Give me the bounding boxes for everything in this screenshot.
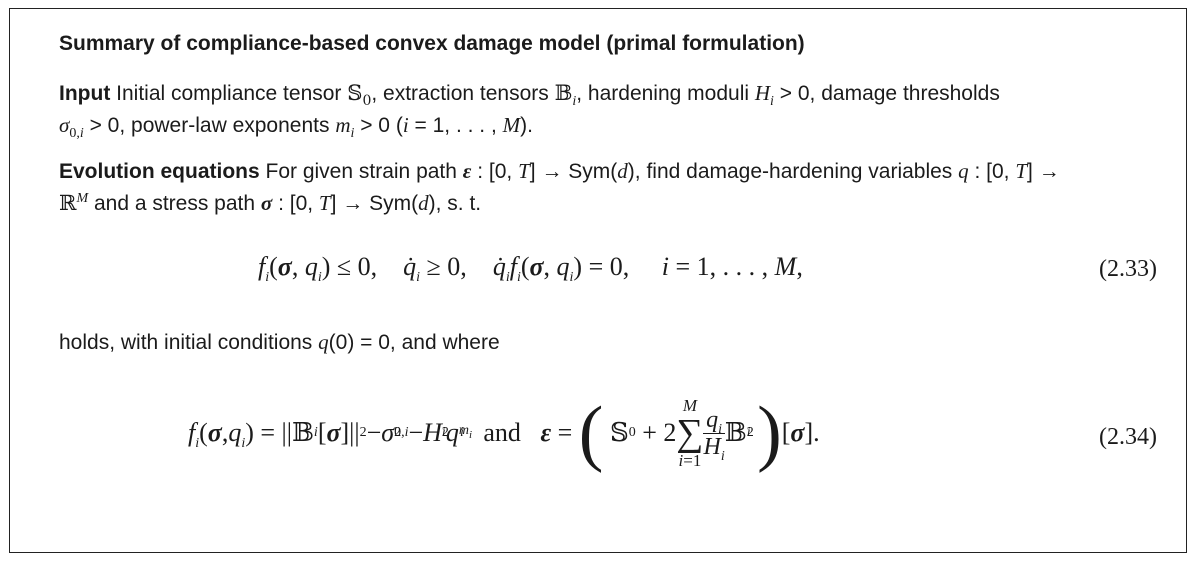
symbol-i: i: [402, 113, 409, 137]
symbol-M: M: [502, 113, 521, 137]
evolution-text-6: ] →: [1027, 160, 1060, 183]
input-text-4: > 0, damage thresholds: [773, 82, 1000, 105]
symbol-sigma: σ: [260, 191, 273, 215]
symbol-d: d: [617, 159, 628, 183]
evolution-text-3: ] → Sym(: [529, 160, 618, 183]
equation-and: and: [483, 418, 521, 447]
input-text-8: ).: [520, 114, 533, 137]
evolution-line-2: ℝM and a stress path σ : [0, T] → Sym(d)…: [59, 191, 481, 216]
symbol-d2: d: [418, 191, 429, 215]
symbol-T2: T: [1015, 159, 1028, 183]
symbol-T3: T: [318, 191, 331, 215]
symbol-mi: mi: [335, 113, 355, 142]
evolution-text-1: For given strain path: [259, 160, 463, 183]
input-text-3: , hardening moduli: [576, 82, 755, 105]
input-text-6: > 0 (: [354, 114, 403, 137]
evolution-text-4: ), find damage-hardening variables: [627, 160, 959, 183]
evolution-text-5: : [0,: [968, 160, 1016, 183]
symbol-Hi: Hi: [754, 81, 774, 110]
evolution-label: Evolution equations: [59, 160, 260, 183]
evolution-text-8: : [0,: [272, 192, 319, 215]
symbol-sigma0i: σ0,i: [59, 113, 84, 142]
symbol-RM: ℝM: [59, 191, 89, 215]
input-label: Input: [59, 82, 111, 105]
evolution-line-1: Evolution equations For given strain pat…: [59, 159, 1060, 184]
box-title: Summary of compliance-based convex damag…: [59, 32, 805, 55]
holds-text-2: (0) = 0, and where: [328, 331, 500, 354]
evolution-text-7: and a stress path: [88, 192, 261, 215]
summary-box: [9, 8, 1187, 553]
holds-text-1: holds, with initial conditions: [59, 331, 319, 354]
evolution-text-10: ), s. t.: [428, 192, 482, 215]
input-text-5: > 0, power-law exponents: [83, 114, 336, 137]
input-text-1: Initial compliance tensor: [110, 82, 348, 105]
symbol-Bi: 𝔹i: [554, 81, 577, 110]
input-line-2: σ0,i > 0, power-law exponents mi > 0 (i …: [59, 113, 533, 142]
sum-symbol: M∑i=1: [676, 396, 704, 470]
symbol-S0: 𝕊0: [347, 81, 372, 110]
equation-2-33: fi(σ, qi) ≤ 0, q̇i ≥ 0, q̇ifi(σ, qi) = 0…: [258, 252, 803, 286]
symbol-q: q: [958, 159, 969, 183]
input-text-7: = 1, . . . ,: [408, 114, 503, 137]
equation-number-2-33: (2.33): [1099, 256, 1157, 282]
input-line-1: Input Initial compliance tensor 𝕊0, extr…: [59, 81, 1000, 110]
symbol-q0: q: [318, 330, 329, 354]
equation-number-2-34: (2.34): [1099, 424, 1157, 450]
symbol-T: T: [518, 159, 530, 183]
holds-line: holds, with initial conditions q(0) = 0,…: [59, 330, 500, 355]
input-text-2: , extraction tensors: [371, 82, 555, 105]
evolution-text-9: ] → Sym(: [330, 192, 419, 215]
evolution-text-2: : [0,: [471, 160, 519, 183]
symbol-epsilon: ε: [462, 159, 472, 183]
